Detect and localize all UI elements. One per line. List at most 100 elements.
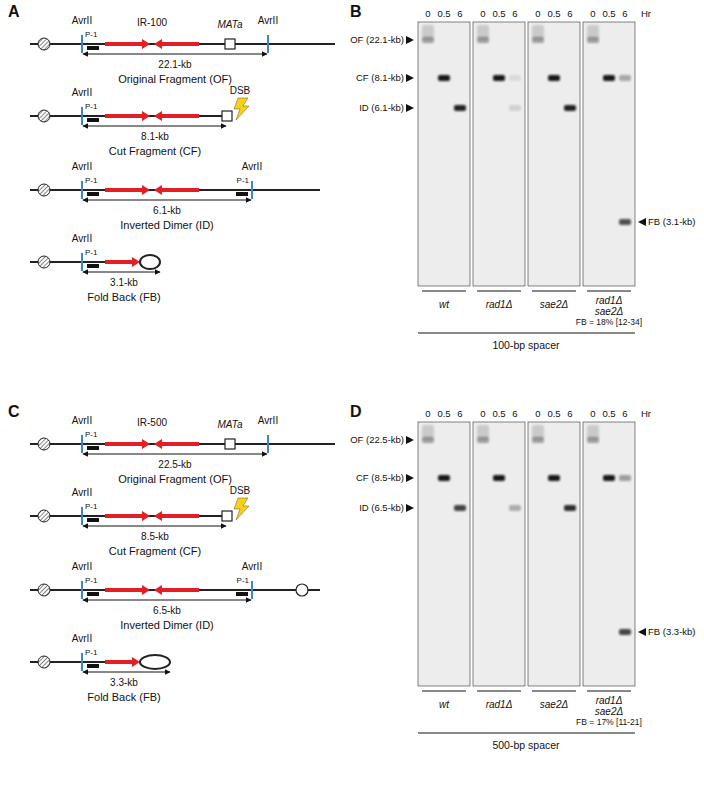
- dsb-label: DSB: [230, 85, 251, 96]
- probe-bar: [87, 46, 99, 50]
- site-tick: [81, 253, 83, 271]
- site-label: AvrII: [72, 161, 92, 172]
- genotype-bar: [532, 691, 576, 692]
- gel-panel: [473, 422, 525, 686]
- site-label: AvrII: [72, 415, 92, 426]
- centromere: [38, 110, 50, 122]
- site-tick: [81, 107, 83, 125]
- lane-time: 6: [512, 9, 517, 19]
- site-tick: [251, 181, 253, 199]
- panel-letter: B: [350, 3, 362, 21]
- gel-panel: [583, 422, 635, 686]
- gel-band: [422, 37, 434, 43]
- site-label: AvrII: [258, 15, 278, 26]
- gel-band: [619, 219, 631, 225]
- band-pointer: [638, 628, 646, 636]
- lane-time: 0.5: [602, 9, 615, 19]
- site-label: AvrII: [242, 161, 262, 172]
- size-label: 3.1-kb: [110, 277, 138, 288]
- lane-time: 0.5: [547, 9, 560, 19]
- probe-label: P-1: [237, 177, 249, 186]
- fragment-label: Original Fragment (OF): [118, 73, 232, 85]
- locus-box: [222, 111, 232, 121]
- gel-panel: [583, 22, 635, 286]
- genotype: rad1Δ sae2Δ: [587, 695, 631, 717]
- site-tick: [251, 581, 253, 599]
- gel-band: [454, 505, 466, 511]
- repeat-arrow: [105, 585, 150, 595]
- southern-blot: [406, 422, 646, 733]
- fragment-label: Original Fragment (OF): [118, 473, 232, 485]
- lane-time: 6: [512, 409, 517, 419]
- centromere: [38, 584, 50, 596]
- site-tick: [81, 181, 83, 199]
- gel-panel: [528, 422, 580, 686]
- dsb-bolt: [234, 98, 249, 120]
- site-tick: [267, 435, 269, 453]
- lane-time: 6: [457, 9, 462, 19]
- size-arrow: [83, 454, 267, 455]
- size-arrow: [83, 272, 160, 273]
- gel-band: [422, 437, 434, 443]
- genotype: rad1Δ: [486, 299, 513, 310]
- locus-label: MATa: [217, 19, 242, 30]
- band-pointer: [406, 504, 414, 512]
- gel-band: [619, 629, 631, 635]
- locus-box: [225, 439, 235, 449]
- size-arrow: [83, 54, 267, 55]
- lane-time: 6: [567, 9, 572, 19]
- gel-band: [493, 475, 505, 481]
- site-label: AvrII: [72, 633, 92, 644]
- fragment-label: Inverted Dimer (ID): [120, 219, 214, 231]
- repeat-arrow: [154, 111, 199, 121]
- probe-label: P-1: [85, 177, 97, 186]
- band-label: FB (3.3-kb): [648, 627, 696, 637]
- repeat-arrow: [154, 39, 199, 49]
- gel-band: [454, 105, 466, 111]
- gel-band: [532, 437, 544, 443]
- size-arrow: [83, 672, 170, 673]
- genotype: wt: [439, 299, 449, 310]
- repeat-label: IR-100: [137, 17, 167, 28]
- lane-time: 0.5: [547, 409, 560, 419]
- size-label: 22.1-kb: [158, 59, 191, 70]
- band-label: FB (3.1-kb): [648, 217, 696, 227]
- probe-bar: [87, 592, 99, 596]
- fragment-label: Fold Back (FB): [87, 691, 160, 703]
- gel-band: [587, 37, 599, 43]
- gel-panel: [418, 22, 470, 286]
- genotype-bar: [477, 691, 521, 692]
- hairpin-loop: [140, 255, 160, 269]
- southern-blot: [406, 22, 646, 333]
- site-tick: [81, 653, 83, 671]
- time-unit: Hr: [641, 409, 651, 419]
- gel-band: [438, 75, 450, 81]
- probe-label: P-1: [85, 31, 97, 40]
- genotype: sae2Δ: [540, 299, 568, 310]
- probe-label: P-1: [85, 103, 97, 112]
- probe-bar: [87, 446, 99, 450]
- gel-band: [477, 37, 489, 43]
- size-arrow: [83, 600, 251, 601]
- lane-time: 6: [622, 9, 627, 19]
- lane-time: 0: [535, 409, 540, 419]
- band-pointer: [638, 218, 646, 226]
- locus-box: [225, 39, 235, 49]
- probe-label: P-1: [237, 577, 249, 586]
- gel-band: [587, 437, 599, 443]
- repeat-arrow: [105, 185, 150, 195]
- gel-panel: [473, 22, 525, 286]
- lane-time: 0: [590, 409, 595, 419]
- locus-label: MATa: [217, 419, 242, 430]
- time-unit: Hr: [641, 9, 651, 19]
- band-pointer: [406, 436, 414, 444]
- centromere: [38, 256, 50, 268]
- genotype-bar: [587, 691, 631, 692]
- gel-panel: [418, 422, 470, 686]
- spacer-bar: [418, 333, 635, 334]
- gel-panel: [528, 22, 580, 286]
- hairpin-loop: [140, 655, 170, 669]
- gel-band: [587, 25, 599, 39]
- centromere: [38, 438, 50, 450]
